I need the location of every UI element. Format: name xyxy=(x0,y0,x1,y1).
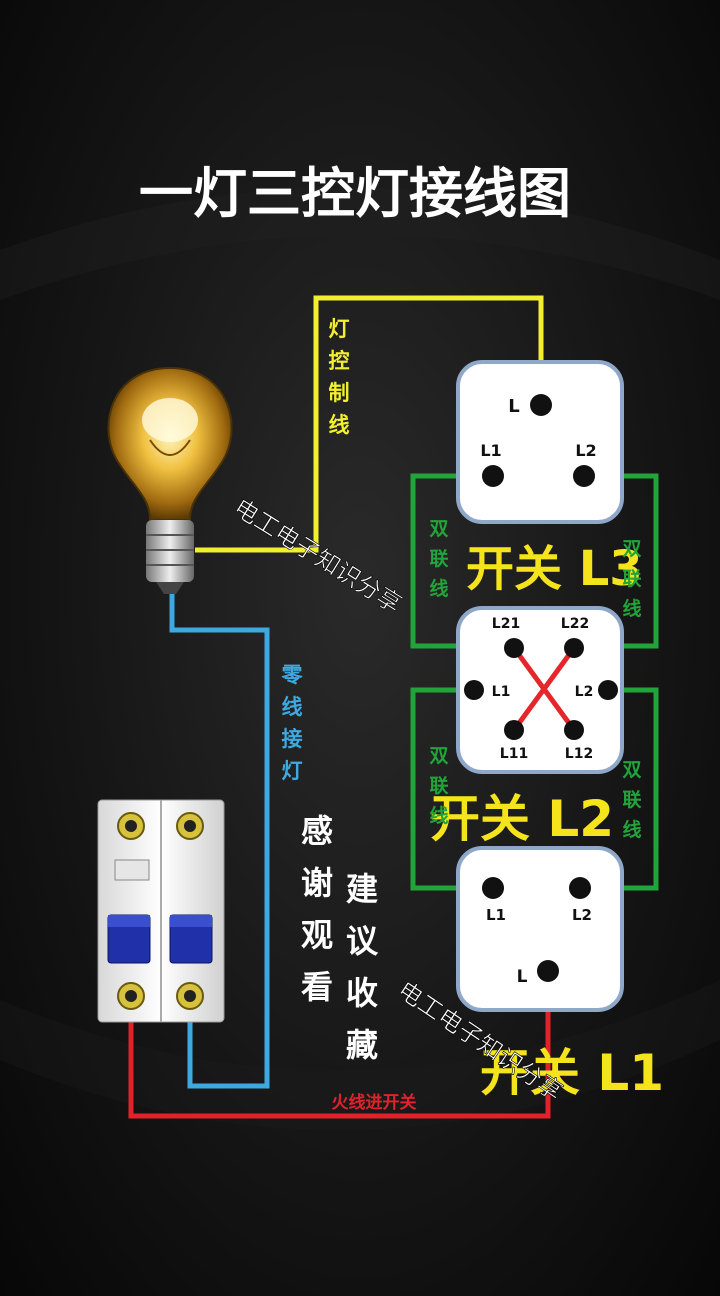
side-char: 藏 xyxy=(346,1026,378,1064)
label-char: 零 xyxy=(281,663,304,687)
terminal-l21 xyxy=(504,638,524,658)
label-char: 联 xyxy=(622,789,641,811)
label-char: 双 xyxy=(429,518,448,540)
terminal-label: L xyxy=(508,396,519,417)
label-char: 线 xyxy=(622,597,641,620)
terminal-label: L1 xyxy=(486,906,506,924)
switch-l3-title: 开关 L3 xyxy=(466,541,643,597)
label-char: 联 xyxy=(429,775,448,797)
side-char: 感 xyxy=(301,812,333,850)
terminal-label: L2 xyxy=(572,906,592,924)
switch-l1-title: 开关 L1 xyxy=(480,1044,664,1102)
light-bulb xyxy=(107,366,233,594)
terminal-l1 xyxy=(482,465,504,487)
label-char: 制 xyxy=(329,381,350,405)
label-char: 联 xyxy=(622,568,641,590)
double-wire-label-left-top: 双 联 线 xyxy=(429,518,448,600)
label-char: 线 xyxy=(429,804,448,827)
double-wire-label-right-top: 双 联 线 xyxy=(622,538,641,620)
fire-wire xyxy=(128,976,551,1119)
side-char: 谢 xyxy=(301,864,333,902)
terminal-l2 xyxy=(598,680,618,700)
terminal-label: L12 xyxy=(565,746,593,762)
label-char: 灯 xyxy=(282,759,303,783)
terminal-l1 xyxy=(482,877,504,899)
cross-wire xyxy=(511,646,577,732)
terminal-l11 xyxy=(504,720,524,740)
side-char: 收 xyxy=(346,974,378,1012)
switch-l3: L L1 L2 xyxy=(456,360,624,524)
side-char: 议 xyxy=(346,922,379,960)
terminal-label: L xyxy=(517,967,528,987)
neutral-label: 零 线 接 灯 xyxy=(281,663,304,783)
side-char: 建 xyxy=(346,870,378,908)
label-char: 灯 xyxy=(329,317,350,341)
label-char: 线 xyxy=(429,577,448,600)
switch-l1: L1 L2 L xyxy=(456,846,624,1012)
label-char: 接 xyxy=(282,727,303,751)
terminal-label: L11 xyxy=(500,746,528,762)
terminal-l xyxy=(537,960,559,982)
page-title: 一灯三控灯接线图 xyxy=(139,162,571,225)
fire-wire-label: 火线进开关 xyxy=(332,1092,417,1113)
terminal-l2 xyxy=(573,465,595,487)
side-char: 看 xyxy=(301,968,333,1006)
terminal-l1 xyxy=(464,680,484,700)
terminal-label: L22 xyxy=(561,616,589,632)
label-char: 联 xyxy=(429,548,448,570)
side-char: 观 xyxy=(301,916,333,954)
double-wire-label-right-mid: 双 联 线 xyxy=(622,759,641,841)
terminal-l12 xyxy=(564,720,584,740)
traveller-wire-top-left xyxy=(410,473,493,649)
double-wire-label-left-mid: 双 联 线 xyxy=(429,745,448,827)
circuit-breaker xyxy=(97,799,225,1023)
switch-l2: L21 L22 L1 L2 L11 L12 xyxy=(456,606,624,774)
label-char: 线 xyxy=(329,413,350,437)
label-char: 线 xyxy=(622,818,641,841)
thanks-text: 感 谢 观 看 xyxy=(301,812,333,1006)
terminal-l xyxy=(530,394,552,416)
switch-l2-title: 开关 L2 xyxy=(430,790,614,848)
neutral-wire xyxy=(169,590,270,1089)
label-char: 双 xyxy=(429,745,448,767)
terminal-label: L1 xyxy=(492,684,511,700)
terminal-label: L21 xyxy=(492,616,520,632)
terminal-l22 xyxy=(564,638,584,658)
terminal-label: L2 xyxy=(575,684,594,700)
label-char: 双 xyxy=(622,538,641,560)
lamp-control-wire xyxy=(195,295,544,553)
terminal-l2 xyxy=(569,877,591,899)
terminal-label: L1 xyxy=(480,441,501,460)
label-char: 双 xyxy=(622,759,641,781)
label-char: 控 xyxy=(329,349,350,373)
background-swirls xyxy=(0,187,720,1131)
lamp-control-label: 灯 控 制 线 xyxy=(329,317,350,437)
bookmark-text: 建 议 收 藏 xyxy=(346,870,379,1064)
terminal-label: L2 xyxy=(575,441,596,460)
label-char: 线 xyxy=(282,695,303,719)
traveller-wire-mid-left xyxy=(410,687,493,891)
